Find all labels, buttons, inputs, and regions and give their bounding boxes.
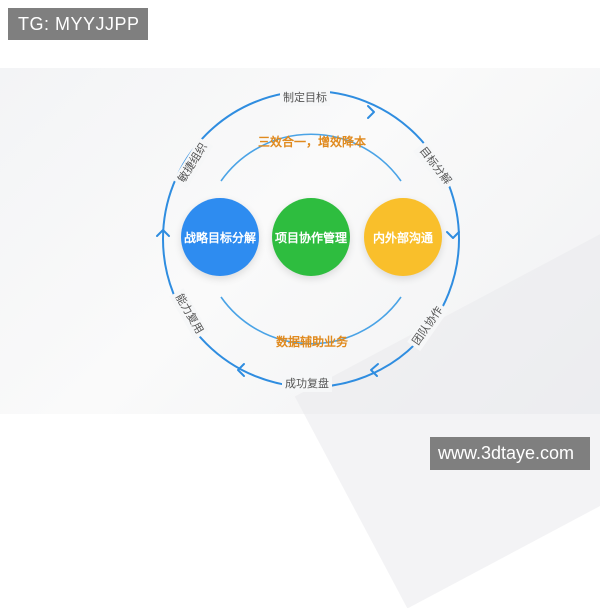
- inner-note-bottom: 数据辅助业务: [276, 335, 349, 349]
- arrow-right: [446, 231, 460, 239]
- cycle-label-top: 制定目标: [280, 90, 330, 106]
- watermark-bottom-right: www.3dtaye.com: [430, 437, 590, 470]
- arrow-top-right: [367, 105, 375, 119]
- arrow-bottom-left: [237, 363, 245, 377]
- arrow-bottom-right: [370, 363, 379, 377]
- inner-arc-bottom: [220, 296, 402, 345]
- node-communication: 内外部沟通: [364, 198, 442, 276]
- inner-note-top: 三效合一，增效降本: [258, 135, 367, 149]
- inner-arc-top: [220, 133, 402, 182]
- cycle-label-bottom: 成功复盘: [282, 376, 332, 392]
- watermark-top-left: TG: MYYJJPP: [8, 8, 148, 40]
- node-strategy-breakdown: 战略目标分解: [181, 198, 259, 276]
- node-project-collaboration: 项目协作管理: [272, 198, 350, 276]
- arrow-left: [156, 229, 170, 237]
